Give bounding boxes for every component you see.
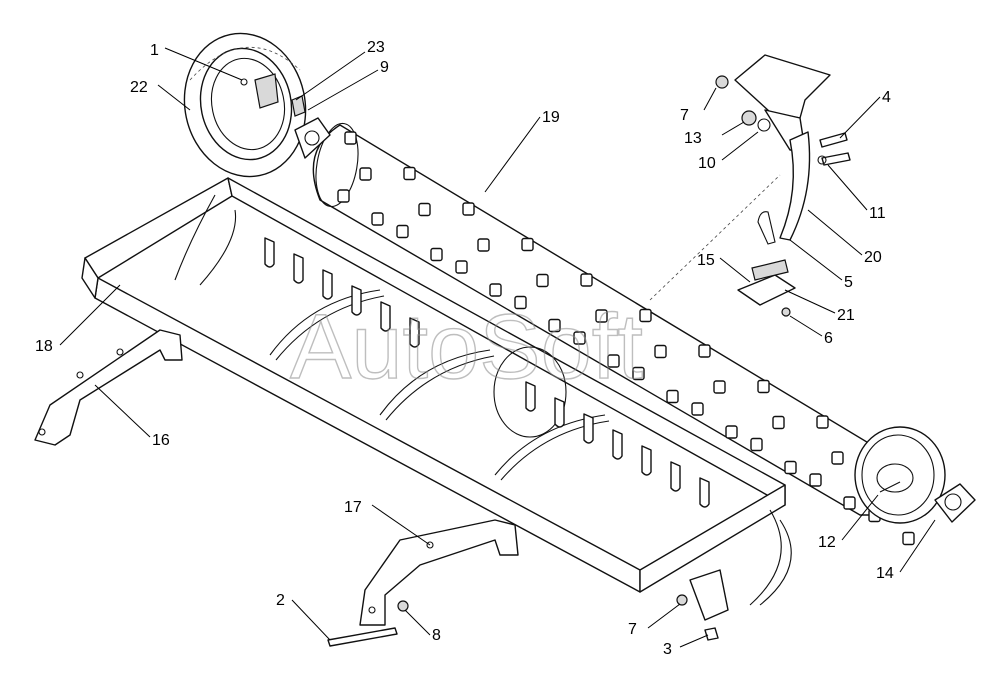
callout-1: 1 — [150, 42, 159, 59]
roller-stud — [514, 295, 527, 310]
callout-21: 21 — [837, 307, 855, 324]
main-frame — [81, 177, 792, 621]
drum-end-disk — [854, 426, 946, 524]
roller-stud — [666, 389, 679, 404]
callout-2: 2 — [276, 592, 285, 609]
roller-stud — [337, 189, 350, 203]
callout-22: 22 — [130, 79, 148, 96]
roller-stud — [713, 380, 726, 394]
roller-stud — [462, 202, 475, 216]
frame-tine — [525, 381, 536, 412]
roller-stud — [902, 531, 915, 546]
callout-8: 8 — [432, 627, 441, 644]
callout-7-bottom: 7 — [628, 621, 637, 638]
roller-stud — [536, 273, 549, 288]
frame-hoops — [269, 289, 610, 481]
callout-16: 16 — [152, 432, 170, 449]
frame-tine — [380, 301, 391, 332]
roller-stud — [430, 247, 443, 262]
callout-20: 20 — [864, 249, 882, 266]
roller-stud — [691, 402, 704, 416]
roller-stud — [831, 451, 844, 465]
frame-tine — [293, 253, 304, 284]
roller-stud — [809, 473, 822, 487]
callout-15: 15 — [697, 252, 715, 269]
frame-tine — [641, 445, 652, 476]
roller-stud — [580, 273, 593, 287]
callout-10: 10 — [698, 155, 716, 172]
roller-stud — [548, 318, 561, 333]
callout-14: 14 — [876, 565, 894, 582]
roller-stud — [403, 166, 416, 181]
scraper-support — [649, 54, 831, 301]
callout-7-top: 7 — [680, 107, 689, 124]
roller-stud — [639, 308, 652, 323]
roller-stud — [843, 496, 856, 510]
callout-12: 12 — [818, 534, 836, 551]
roller-stud — [521, 237, 534, 252]
roller-stud — [371, 212, 384, 226]
roller-stud — [359, 167, 372, 181]
scraper-clamp — [737, 211, 796, 306]
roller-stud — [607, 354, 620, 368]
frame-tine — [583, 413, 594, 444]
callout-13: 13 — [684, 130, 702, 147]
hardware — [327, 75, 851, 647]
roller-stud — [784, 460, 797, 475]
callout-23: 23 — [367, 39, 385, 56]
roller-stud — [573, 331, 586, 345]
callout-3: 3 — [663, 641, 672, 658]
callout-18: 18 — [35, 338, 53, 355]
cage-wheel — [183, 32, 307, 178]
frame-tine — [322, 269, 333, 300]
roller-stud — [750, 437, 763, 452]
roller-stud — [632, 366, 645, 381]
frame-tine — [612, 429, 623, 460]
roller-stud — [477, 238, 490, 252]
roller-stud — [418, 202, 431, 217]
frame-tine — [699, 477, 710, 508]
callout-6: 6 — [824, 330, 833, 347]
wheel-flange — [291, 95, 331, 159]
roller-studs — [337, 131, 915, 546]
frame-tine — [670, 461, 681, 492]
mount-bracket-left — [34, 329, 183, 446]
bearing-flange-right — [934, 483, 976, 523]
roller-stud — [489, 283, 502, 297]
frame-tine — [351, 285, 362, 316]
roller-stud — [757, 379, 770, 394]
frame-tines — [264, 237, 710, 508]
roller-stud — [344, 131, 357, 145]
leader-lines — [59, 47, 936, 648]
watermark-text: AutoSoft — [290, 296, 643, 398]
frame-tine — [554, 397, 565, 428]
callout-labels: 1 22 23 9 19 4 7 13 10 11 20 5 15 21 6 1… — [35, 39, 894, 658]
roller-stud — [816, 415, 829, 429]
roller-stud — [725, 425, 738, 439]
roller-stud — [595, 309, 608, 323]
frame-tine — [264, 237, 275, 268]
roller-stud — [396, 224, 409, 239]
mount-bracket-right — [359, 519, 519, 626]
callout-9: 9 — [380, 59, 389, 76]
frame-tine — [409, 317, 420, 348]
callout-17: 17 — [344, 499, 362, 516]
roller-stud — [455, 260, 468, 274]
callout-11: 11 — [869, 205, 886, 222]
wheel-hub-bracket — [240, 73, 279, 109]
roller-stud — [772, 415, 785, 430]
roller-stud — [698, 344, 711, 358]
callout-4: 4 — [882, 89, 891, 106]
callout-19: 19 — [542, 109, 560, 126]
roller-stud — [654, 344, 667, 359]
callout-5: 5 — [844, 274, 853, 291]
